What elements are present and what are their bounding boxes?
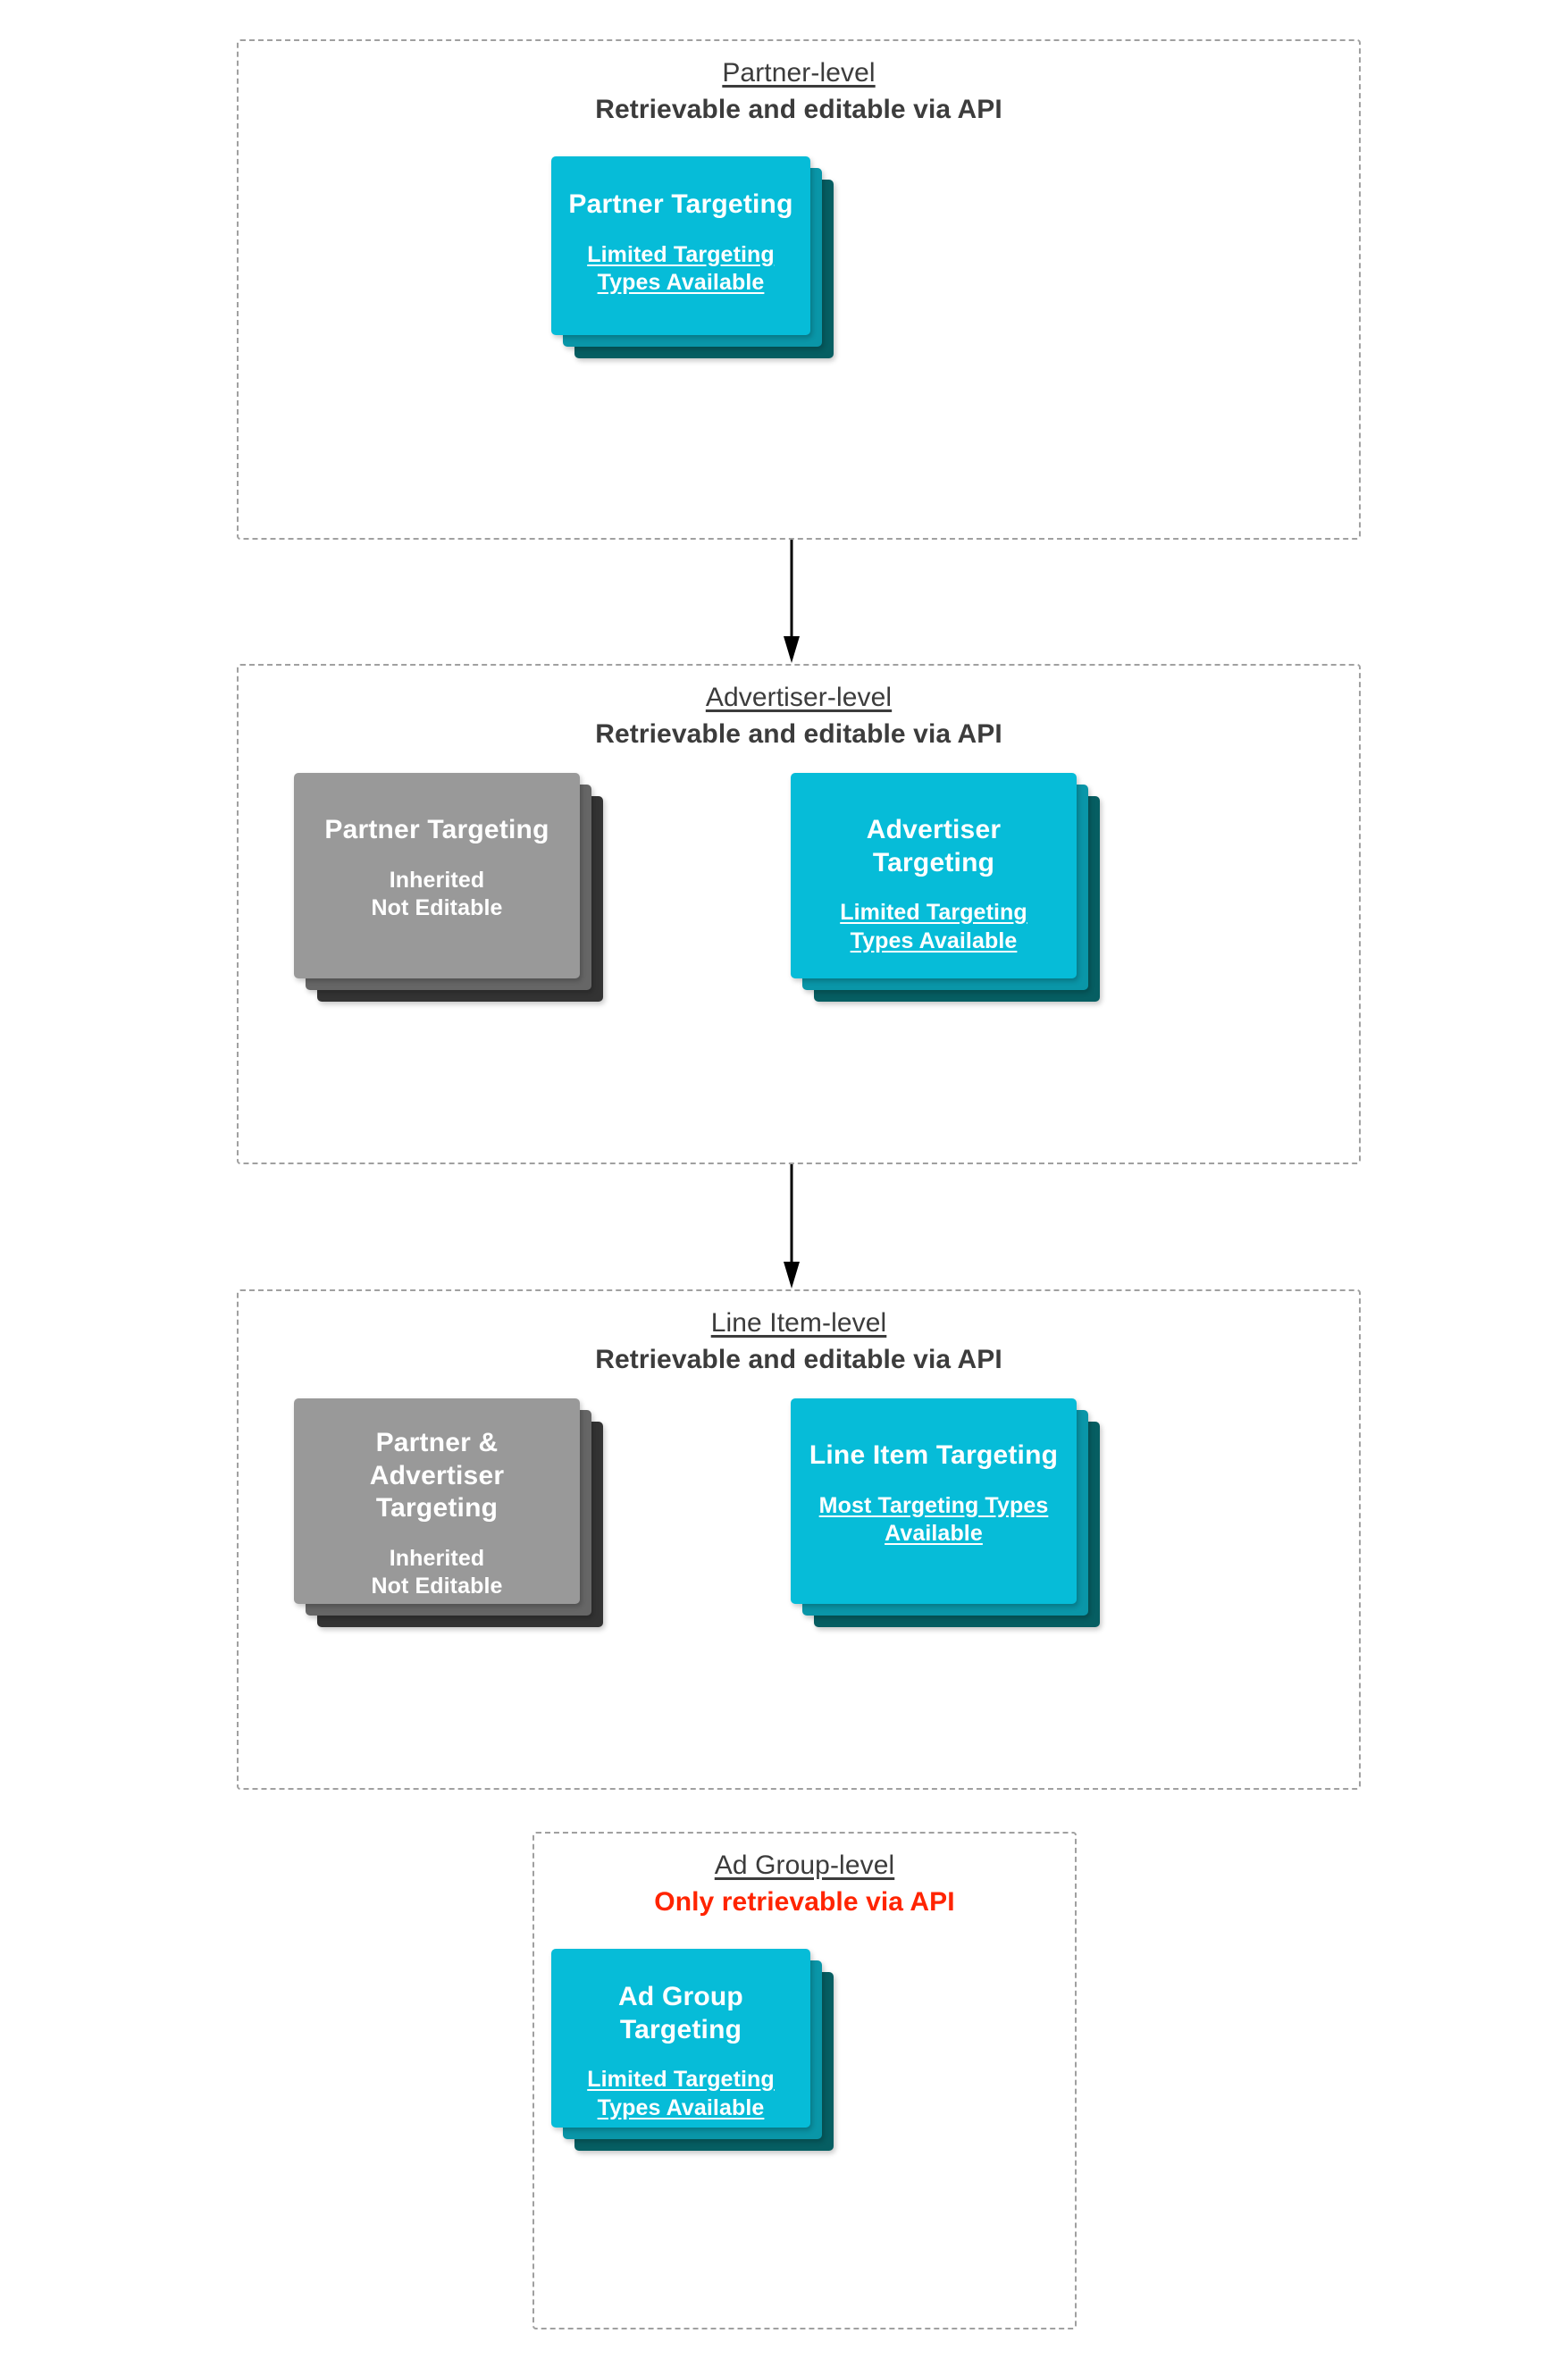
connector-arrow-advertiser-to-line-item (779, 1164, 804, 1289)
card-title: Line Item Targeting (809, 1440, 1059, 1470)
card-title: Partner & Advertiser Targeting (369, 1428, 505, 1523)
card-body-partner-advertiser-targeting-inherited: Partner & Advertiser Targeting Inherited… (294, 1427, 580, 1601)
card-layer-front (551, 1949, 810, 2128)
card-title: Ad Group Targeting (618, 1982, 743, 2044)
card-stack-partner-advertiser-targeting-inherited[interactable]: Partner & Advertiser Targeting Inherited… (294, 1398, 607, 1631)
card-stack-advertiser-targeting[interactable]: Advertiser Targeting Limited Targeting T… (791, 773, 1103, 1005)
card-layer-front (551, 156, 810, 335)
card-subtitle: Inherited Not Editable (371, 867, 503, 921)
card-subtitle: Limited Targeting Types Available (840, 900, 1027, 953)
level-api-note-partner: Retrievable and editable via API (595, 95, 1002, 125)
card-body-line-item-targeting: Line Item Targeting Most Targeting Types… (791, 1440, 1077, 1549)
level-panel-partner: Partner-level Retrievable and editable v… (237, 39, 1361, 540)
card-title: Partner Targeting (324, 815, 549, 844)
card-stack-line-item-targeting[interactable]: Line Item Targeting Most Targeting Types… (791, 1398, 1103, 1631)
card-layer-front (791, 773, 1077, 978)
card-layer-front (294, 1398, 580, 1604)
level-api-note-line-item: Retrievable and editable via API (595, 1345, 1002, 1375)
card-title: Advertiser Targeting (866, 815, 1002, 877)
card-subtitle: Inherited Not Editable (371, 1545, 503, 1599)
card-subtitle: Most Targeting Types Available (818, 1492, 1049, 1547)
card-layer-front (791, 1398, 1077, 1604)
card-stack-partner-targeting[interactable]: Partner Targeting Limited Targeting Type… (551, 156, 837, 362)
card-body-partner-targeting-inherited: Partner Targeting Inherited Not Editable (294, 814, 580, 923)
card-layer-front (294, 773, 580, 978)
card-body-ad-group-targeting: Ad Group Targeting Limited Targeting Typ… (551, 1981, 810, 2122)
card-subtitle: Limited Targeting Types Available (587, 241, 775, 296)
level-panel-ad-group: Ad Group-level Only retrievable via API … (532, 1832, 1077, 2329)
level-api-note-ad-group: Only retrievable via API (654, 1887, 955, 1918)
panel-heading-partner: Partner-level Retrievable and editable v… (239, 57, 1359, 126)
level-title-partner: Partner-level (722, 58, 876, 88)
level-title-ad-group: Ad Group-level (714, 1851, 895, 1880)
card-body-advertiser-targeting: Advertiser Targeting Limited Targeting T… (791, 814, 1077, 955)
level-panel-line-item: Line Item-level Retrievable and editable… (237, 1289, 1361, 1790)
panel-heading-line-item: Line Item-level Retrievable and editable… (239, 1307, 1359, 1376)
card-stack-ad-group-targeting[interactable]: Ad Group Targeting Limited Targeting Typ… (551, 1949, 837, 2154)
level-title-advertiser: Advertiser-level (705, 683, 893, 712)
card-body-partner-targeting: Partner Targeting Limited Targeting Type… (551, 189, 810, 298)
card-subtitle: Limited Targeting Types Available (587, 2067, 775, 2120)
level-title-line-item: Line Item-level (710, 1308, 887, 1338)
connector-arrow-partner-to-advertiser (779, 540, 804, 664)
panel-heading-advertiser: Advertiser-level Retrievable and editabl… (239, 682, 1359, 751)
level-panel-advertiser: Advertiser-level Retrievable and editabl… (237, 664, 1361, 1164)
card-title: Partner Targeting (568, 189, 793, 219)
panel-heading-ad-group: Ad Group-level Only retrievable via API (534, 1850, 1075, 1918)
card-stack-partner-targeting-inherited[interactable]: Partner Targeting Inherited Not Editable (294, 773, 607, 1005)
level-api-note-advertiser: Retrievable and editable via API (595, 719, 1002, 750)
